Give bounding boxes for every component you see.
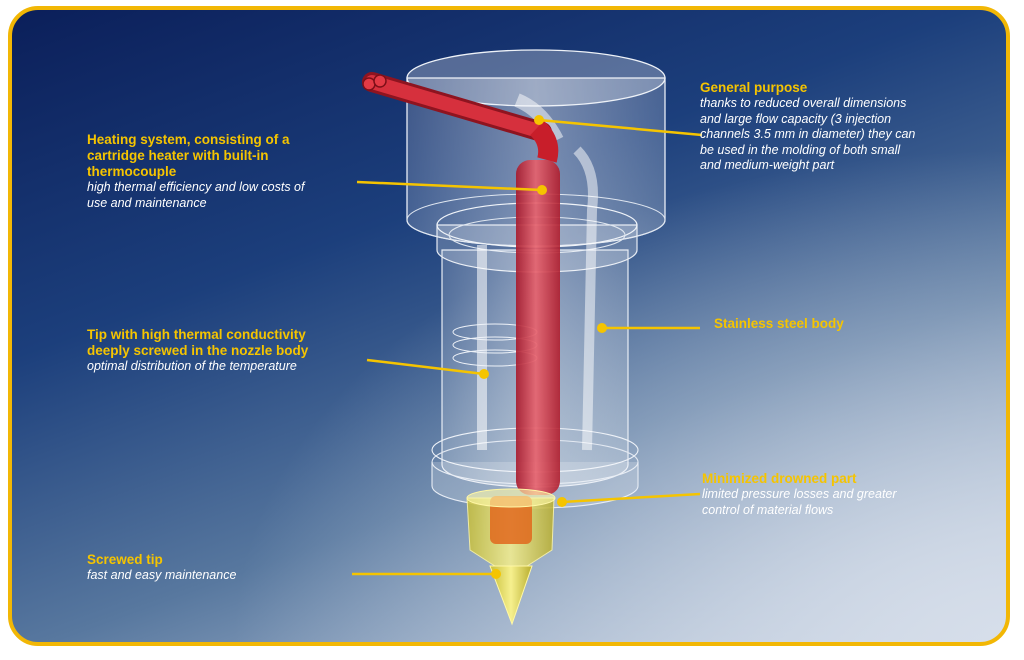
heater-wire-2 bbox=[373, 74, 387, 88]
callout-tip-conductivity-title: Tip with high thermal conductivity deepl… bbox=[87, 327, 309, 358]
heater-rod bbox=[516, 160, 560, 495]
leader-general bbox=[538, 118, 703, 137]
heater-wire-1 bbox=[362, 77, 376, 91]
leader-screwed-dot bbox=[491, 569, 501, 579]
leader-tip-conductivity-dot bbox=[479, 369, 489, 379]
tip-top-edge bbox=[466, 488, 556, 508]
injection-channel-2 bbox=[573, 146, 598, 451]
callout-drowned-desc: limited pressure losses and greater cont… bbox=[702, 487, 897, 517]
callout-tip-conductivity: Tip with high thermal conductivity deepl… bbox=[87, 327, 377, 375]
cartridge-heater bbox=[362, 72, 560, 495]
leader-lines bbox=[352, 115, 703, 579]
callout-heating-title: Heating system, consisting of a cartridg… bbox=[87, 132, 290, 179]
leader-general-dot bbox=[534, 115, 544, 125]
callout-general-purpose: General purpose thanks to reduced overal… bbox=[700, 80, 990, 174]
tip-insert bbox=[490, 496, 532, 544]
leader-tip-conductivity bbox=[366, 358, 485, 376]
screwed-tip bbox=[466, 488, 556, 626]
callout-screwed-title: Screwed tip bbox=[87, 552, 163, 567]
heater-cable-highlight bbox=[365, 75, 549, 139]
callout-screwed-desc: fast and easy maintenance bbox=[87, 568, 237, 582]
leader-heating bbox=[356, 180, 543, 192]
leader-stainless-dot bbox=[597, 323, 607, 333]
callout-heating-desc: high thermal efficiency and low costs of… bbox=[87, 180, 305, 210]
callout-stainless-title: Stainless steel body bbox=[714, 316, 844, 331]
callout-tip-conductivity-desc: optimal distribution of the temperature bbox=[87, 359, 297, 373]
callout-screwed-tip: Screwed tip fast and easy maintenance bbox=[87, 552, 327, 584]
tip-cone bbox=[489, 565, 533, 626]
callout-drowned-title: Minimized drowned part bbox=[702, 471, 857, 486]
callout-general-desc: thanks to reduced overall dimensions and… bbox=[700, 96, 916, 172]
callout-stainless-body: Stainless steel body bbox=[714, 316, 934, 332]
infographic-frame: Heating system, consisting of a cartridg… bbox=[8, 6, 1010, 646]
callout-minimized-drowned-part: Minimized drowned part limited pressure … bbox=[702, 471, 952, 518]
callout-heating-system: Heating system, consisting of a cartridg… bbox=[87, 132, 367, 211]
heater-elbow bbox=[529, 120, 559, 163]
nozzle-diagram bbox=[352, 49, 703, 626]
leader-drowned bbox=[561, 492, 701, 504]
leader-heating-dot bbox=[537, 185, 547, 195]
callout-general-title: General purpose bbox=[700, 80, 808, 95]
leader-drowned-dot bbox=[557, 497, 567, 507]
